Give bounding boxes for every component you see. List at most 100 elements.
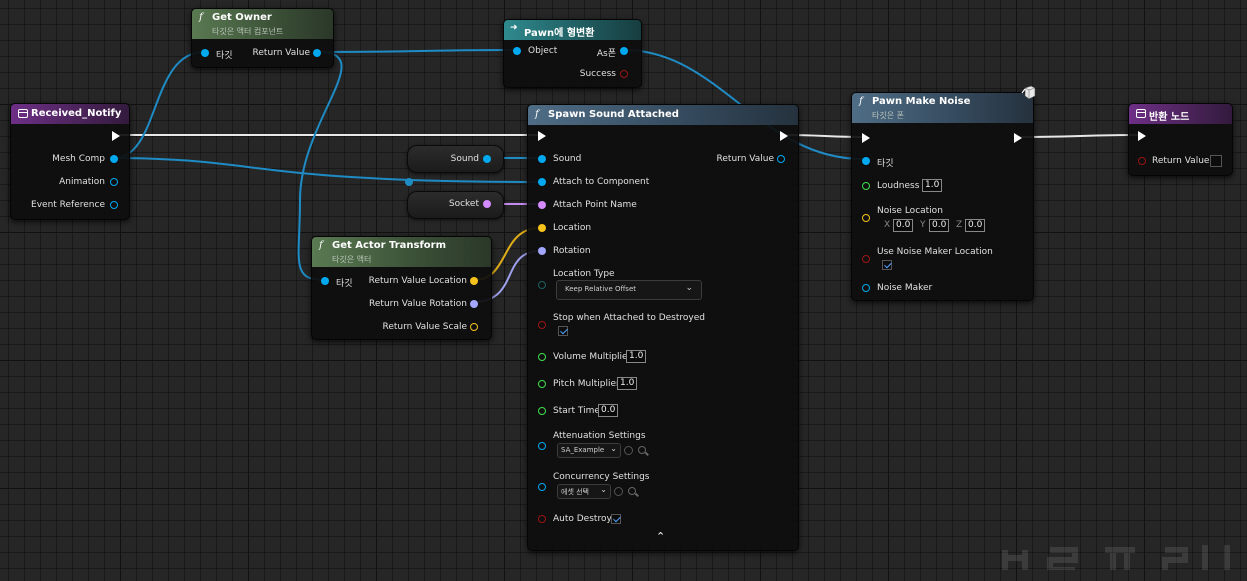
spawn-exec-out-pin[interactable]: [780, 131, 788, 141]
pawn-make-noise-header[interactable]: f Pawn Make Noise 타깃은 폰: [852, 93, 1033, 123]
spawn-exec-in-pin[interactable]: [538, 131, 546, 141]
socket-variable-node[interactable]: Socket: [407, 191, 504, 219]
wire-owner-to-cast: [317, 49, 517, 53]
attach-to-component-pin[interactable]: [538, 178, 546, 186]
use-noise-maker-location-checkbox[interactable]: [882, 260, 892, 270]
network-replication-icon: [1021, 84, 1037, 100]
use-selected-asset-icon[interactable]: [614, 487, 623, 496]
noise-target-pin[interactable]: [862, 157, 870, 165]
rotation-pin[interactable]: [538, 247, 546, 255]
noise-location-pin[interactable]: [862, 214, 870, 222]
stop-when-destroyed-checkbox[interactable]: [558, 326, 568, 336]
use-selected-asset-icon[interactable]: [624, 446, 633, 455]
location-type-dropdown[interactable]: Keep Relative Offset ⌄: [556, 280, 702, 300]
get-owner-header[interactable]: f Get Owner 타깃은 액터 컴포넌트: [192, 9, 333, 39]
noise-exec-in-pin[interactable]: [862, 133, 870, 143]
received-notify-node[interactable]: Received_Notify Mesh Comp Animation Even…: [10, 103, 130, 220]
get-owner-return-pin[interactable]: [313, 49, 321, 57]
location-type-pin[interactable]: [538, 281, 546, 289]
start-time-field[interactable]: 0.0: [598, 404, 619, 417]
location-label: Location: [553, 223, 592, 233]
volume-multiplier-label: Volume Multiplier: [553, 352, 632, 362]
exec-out-pin[interactable]: [112, 131, 120, 141]
return-value-label: Return Value: [1152, 156, 1210, 166]
get-owner-target-label: 타깃: [216, 51, 233, 61]
noise-z-label: Z: [956, 220, 963, 230]
location-type-value: Keep Relative Offset: [565, 285, 637, 293]
socket-variable-label: Socket: [448, 199, 479, 209]
cast-success-pin[interactable]: [620, 70, 628, 78]
return-exec-in-pin[interactable]: [1138, 131, 1146, 141]
get-owner-subtitle: 타깃은 액터 컴포넌트: [212, 27, 284, 36]
cast-to-pawn-node[interactable]: ➜ Pawn에 형변환 Object As폰 Success: [503, 19, 642, 88]
transform-rotation-pin[interactable]: [470, 300, 478, 308]
pawn-make-noise-node[interactable]: f Pawn Make Noise 타깃은 폰 타깃 Loudness 1.0 …: [851, 92, 1034, 301]
get-owner-target-pin[interactable]: [201, 49, 209, 57]
get-owner-return-label: Return Value: [252, 48, 310, 58]
get-actor-transform-title: Get Actor Transform: [332, 240, 447, 251]
spawn-sound-header[interactable]: f Spawn Sound Attached: [528, 105, 798, 125]
cast-header[interactable]: ➜ Pawn에 형변환: [504, 20, 641, 40]
stop-when-destroyed-pin[interactable]: [538, 321, 546, 329]
get-owner-node[interactable]: f Get Owner 타깃은 액터 컴포넌트 타깃 Return Value: [191, 8, 334, 68]
attach-to-component-label: Attach to Component: [553, 177, 650, 187]
get-owner-title: Get Owner: [212, 12, 272, 23]
mesh-comp-label: Mesh Comp: [52, 154, 105, 164]
sound-variable-pin[interactable]: [483, 155, 491, 163]
volume-multiplier-pin[interactable]: [538, 353, 546, 361]
noise-target-label: 타깃: [877, 159, 894, 169]
auto-destroy-label: Auto Destroy: [553, 514, 612, 524]
transform-target-pin[interactable]: [321, 277, 329, 285]
chevron-down-icon: ⌄: [600, 485, 607, 494]
noise-x-label: X: [884, 220, 891, 230]
attenuation-settings-pin[interactable]: [538, 442, 546, 450]
cast-as-pin[interactable]: [620, 47, 628, 55]
concurrency-settings-pin[interactable]: [538, 483, 546, 491]
spawn-sound-attached-node[interactable]: f Spawn Sound Attached Sound Return Valu…: [527, 104, 799, 551]
get-actor-transform-header[interactable]: f Get Actor Transform 타깃은 액터: [312, 237, 491, 267]
event-reference-label: Event Reference: [31, 200, 105, 210]
return-node[interactable]: 반환 노드 Return Value: [1128, 103, 1233, 176]
browse-asset-icon[interactable]: [638, 446, 646, 454]
noise-y-field[interactable]: 0.0: [929, 219, 950, 232]
pitch-multiplier-pin[interactable]: [538, 380, 546, 388]
noise-exec-out-pin[interactable]: [1014, 133, 1022, 143]
transform-location-pin[interactable]: [470, 277, 478, 285]
pawn-make-noise-subtitle: 타깃은 폰: [872, 111, 904, 120]
return-node-title: 반환 노드: [1149, 112, 1190, 123]
concurrency-asset-picker[interactable]: 에셋 선택 ⌄: [557, 484, 611, 499]
mesh-comp-pin[interactable]: [110, 155, 118, 163]
use-noise-maker-location-pin[interactable]: [862, 255, 870, 263]
sound-variable-node[interactable]: Sound: [407, 145, 504, 173]
return-node-header[interactable]: 반환 노드: [1129, 104, 1232, 124]
loudness-pin[interactable]: [862, 182, 870, 190]
noise-maker-pin[interactable]: [862, 284, 870, 292]
return-value-pin[interactable]: [1138, 157, 1146, 165]
event-reference-pin[interactable]: [110, 201, 118, 209]
attach-point-name-pin[interactable]: [538, 201, 546, 209]
pitch-multiplier-field[interactable]: 1.0: [617, 377, 638, 390]
get-actor-transform-node[interactable]: f Get Actor Transform 타깃은 액터 타깃 Return V…: [311, 236, 492, 340]
location-pin[interactable]: [538, 224, 546, 232]
transform-scale-pin[interactable]: [470, 323, 478, 331]
browse-asset-icon[interactable]: [628, 487, 636, 495]
noise-x-field[interactable]: 0.0: [893, 219, 914, 232]
loudness-field[interactable]: 1.0: [922, 179, 943, 192]
spawn-sound-pin[interactable]: [538, 155, 546, 163]
auto-destroy-pin[interactable]: [538, 515, 546, 523]
attenuation-asset-picker[interactable]: SA_Example ⌄: [557, 443, 621, 458]
spawn-return-pin[interactable]: [777, 155, 785, 163]
noise-z-field[interactable]: 0.0: [965, 219, 986, 232]
spawn-return-label: Return Value: [716, 154, 774, 164]
cast-object-pin[interactable]: [513, 47, 521, 55]
socket-variable-pin[interactable]: [483, 200, 491, 208]
volume-multiplier-field[interactable]: 1.0: [626, 350, 647, 363]
received-notify-header[interactable]: Received_Notify: [11, 104, 129, 124]
return-value-checkbox[interactable]: [1210, 155, 1222, 167]
animation-pin[interactable]: [110, 178, 118, 186]
pawn-make-noise-title: Pawn Make Noise: [872, 96, 971, 107]
function-icon: f: [199, 12, 203, 23]
start-time-pin[interactable]: [538, 407, 546, 415]
auto-destroy-checkbox[interactable]: [611, 514, 621, 524]
collapse-advanced-arrow-icon[interactable]: ⌃: [656, 530, 666, 543]
